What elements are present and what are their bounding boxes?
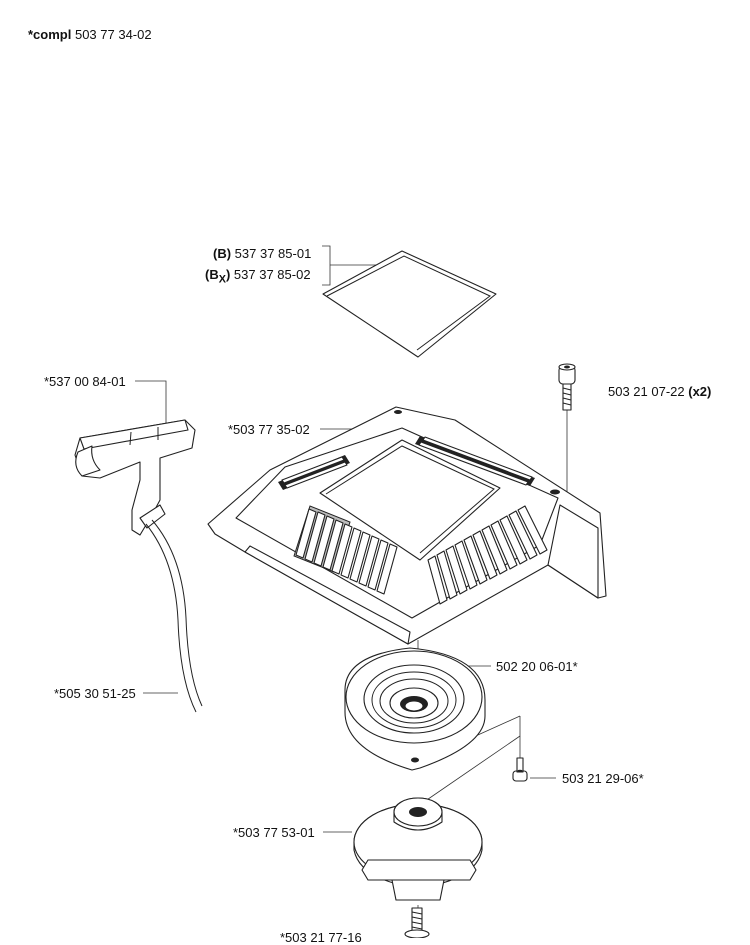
screw-top-label: 503 21 07-22 (x2): [608, 384, 711, 399]
cover-plate-b-label: (B) 537 37 85-01: [213, 246, 311, 261]
pulley-label: *503 77 53-01: [233, 825, 315, 840]
screw-top-qty: (x2): [688, 384, 712, 399]
cover-plate: [322, 250, 497, 358]
starter-handle: [74, 419, 196, 536]
starter-housing-label: *503 77 35-02: [228, 422, 310, 437]
cover-plate-b-number: 537 37 85-01: [234, 246, 312, 261]
small-screw: [512, 757, 528, 782]
cover-plate-bx-label: (BX) 537 37 85-02: [205, 267, 311, 288]
handle-label: *537 00 84-01: [44, 374, 126, 389]
pulley: [353, 797, 483, 901]
compl-number: 503 77 34-02: [74, 27, 152, 42]
starter-housing: [207, 406, 607, 645]
bottom-bolt: [404, 907, 430, 938]
cover-plate-b-code: (B): [213, 246, 232, 261]
compl-label: *compl 503 77 34-02: [28, 27, 152, 42]
right-vent: [427, 505, 548, 605]
cover-plate-bx-number: 537 37 85-02: [233, 267, 311, 282]
rope-label: *505 30 51-25: [54, 686, 136, 701]
spring-cassette: [344, 647, 486, 771]
compl-prefix: *compl: [28, 27, 72, 42]
top-screw: [558, 363, 576, 411]
screw-top-number: 503 21 07-22: [608, 384, 685, 399]
left-vent: [293, 505, 398, 595]
small-screw-label: 503 21 29-06*: [562, 771, 644, 786]
cover-plate-bx-sub: X: [218, 273, 226, 286]
spring-cassette-label: 502 20 06-01*: [496, 659, 578, 674]
starter-rope: [145, 519, 203, 713]
rear-vents: [278, 436, 535, 490]
cover-plate-bx-code: (BX): [205, 267, 231, 286]
